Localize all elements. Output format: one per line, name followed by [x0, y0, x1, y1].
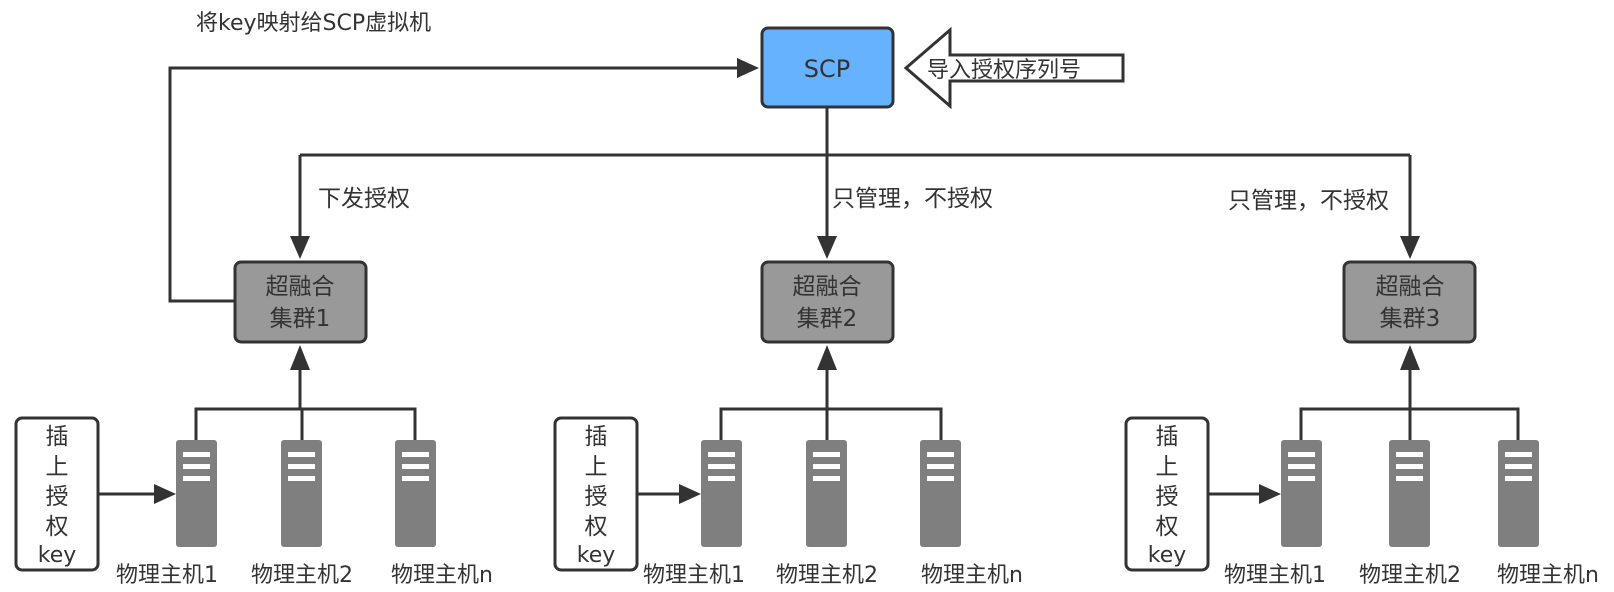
key-box-3-line: 权	[1156, 514, 1179, 540]
host-group-1: 物理主机1 物理主机2 物理主机n 插 上 授 权 key	[14, 345, 493, 588]
key-box-3-line: 插	[1156, 424, 1179, 450]
cluster-2-line2: 集群2	[797, 306, 858, 332]
key-box-1-line: 授	[46, 484, 69, 510]
host-label: 物理主机n	[921, 563, 1023, 588]
cluster-3-line1: 超融合	[1376, 274, 1445, 300]
import-license-label: 导入授权序列号	[927, 58, 1081, 83]
server-icon	[1498, 440, 1539, 547]
cluster-2-arrowhead	[817, 236, 837, 259]
host-group-3: 物理主机1 物理主机2 物理主机n 插 上 授 权 key	[1124, 345, 1599, 588]
host-label: 物理主机2	[1359, 563, 1461, 588]
server-icon	[806, 440, 847, 547]
host-group-1-up-arrowhead	[290, 345, 310, 370]
mapping-note: 将key映射给SCP虚拟机	[196, 11, 431, 36]
cluster-1-arrowhead	[290, 236, 310, 259]
key-3-arrowhead	[1259, 484, 1281, 504]
key-mapping-arrowhead	[737, 58, 759, 78]
server-icon	[920, 440, 961, 547]
key-1-arrowhead	[154, 484, 176, 504]
host-group-2: 物理主机1 物理主机2 物理主机n 插 上 授 权 key	[553, 345, 1023, 588]
edge-label-issue-license: 下发授权	[318, 186, 410, 212]
key-box-1-line: 插	[46, 424, 69, 450]
key-box-3-line: 授	[1156, 484, 1179, 510]
server-icon	[176, 440, 217, 547]
cluster-3[interactable]: 超融合 集群3	[1342, 260, 1477, 344]
key-2-arrowhead	[679, 484, 701, 504]
key-box-1-line: key	[38, 543, 77, 568]
key-box-2-line: 权	[585, 514, 608, 540]
host-label: 物理主机2	[251, 563, 353, 588]
cluster-2-box[interactable]	[760, 260, 895, 344]
key-box-1-line: 上	[46, 454, 69, 480]
scp-label: SCP	[804, 55, 850, 83]
cluster-2-line1: 超融合	[793, 274, 862, 300]
hollow-arrow-shape	[903, 26, 1125, 110]
host-label: 物理主机2	[776, 563, 878, 588]
host-group-3-up-arrowhead	[1400, 345, 1420, 370]
key-box-1-line: 权	[46, 514, 69, 540]
key-box-2-line: 授	[585, 484, 608, 510]
import-license-arrow: 导入授权序列号	[903, 26, 1125, 110]
host-label: 物理主机1	[643, 563, 745, 588]
cluster-3-box[interactable]	[1342, 260, 1477, 344]
host-group-2-up-arrowhead	[817, 345, 837, 370]
host-label: 物理主机n	[391, 563, 493, 588]
server-icon	[395, 440, 436, 547]
cluster-1-box[interactable]	[233, 260, 368, 344]
scp-node[interactable]: SCP	[760, 26, 895, 109]
cluster-2[interactable]: 超融合 集群2	[760, 260, 895, 344]
host-group-1-bus	[194, 407, 417, 440]
key-box-2-line: 上	[585, 454, 608, 480]
key-box-2-line: 插	[585, 424, 608, 450]
host-label: 物理主机1	[116, 563, 218, 588]
server-icon	[1389, 440, 1430, 547]
server-icon	[281, 440, 322, 547]
edge-label-manage-only-2: 只管理，不授权	[832, 186, 993, 212]
key-box-2-line: key	[577, 543, 616, 568]
server-icon	[701, 440, 742, 547]
key-box-3-line: key	[1148, 543, 1187, 568]
host-label: 物理主机1	[1224, 563, 1326, 588]
cluster-3-line2: 集群3	[1380, 306, 1441, 332]
key-mapping-connector	[168, 66, 742, 303]
cluster-1[interactable]: 超融合 集群1	[233, 260, 368, 344]
cluster-1-line2: 集群1	[270, 306, 331, 332]
host-group-2-bus	[719, 407, 943, 440]
key-box-3-line: 上	[1156, 454, 1179, 480]
server-icon	[1281, 440, 1322, 547]
edge-label-manage-only-3: 只管理，不授权	[1228, 188, 1389, 214]
host-label: 物理主机n	[1497, 563, 1599, 588]
cluster-3-arrowhead	[1400, 236, 1420, 259]
cluster-1-line1: 超融合	[266, 274, 335, 300]
